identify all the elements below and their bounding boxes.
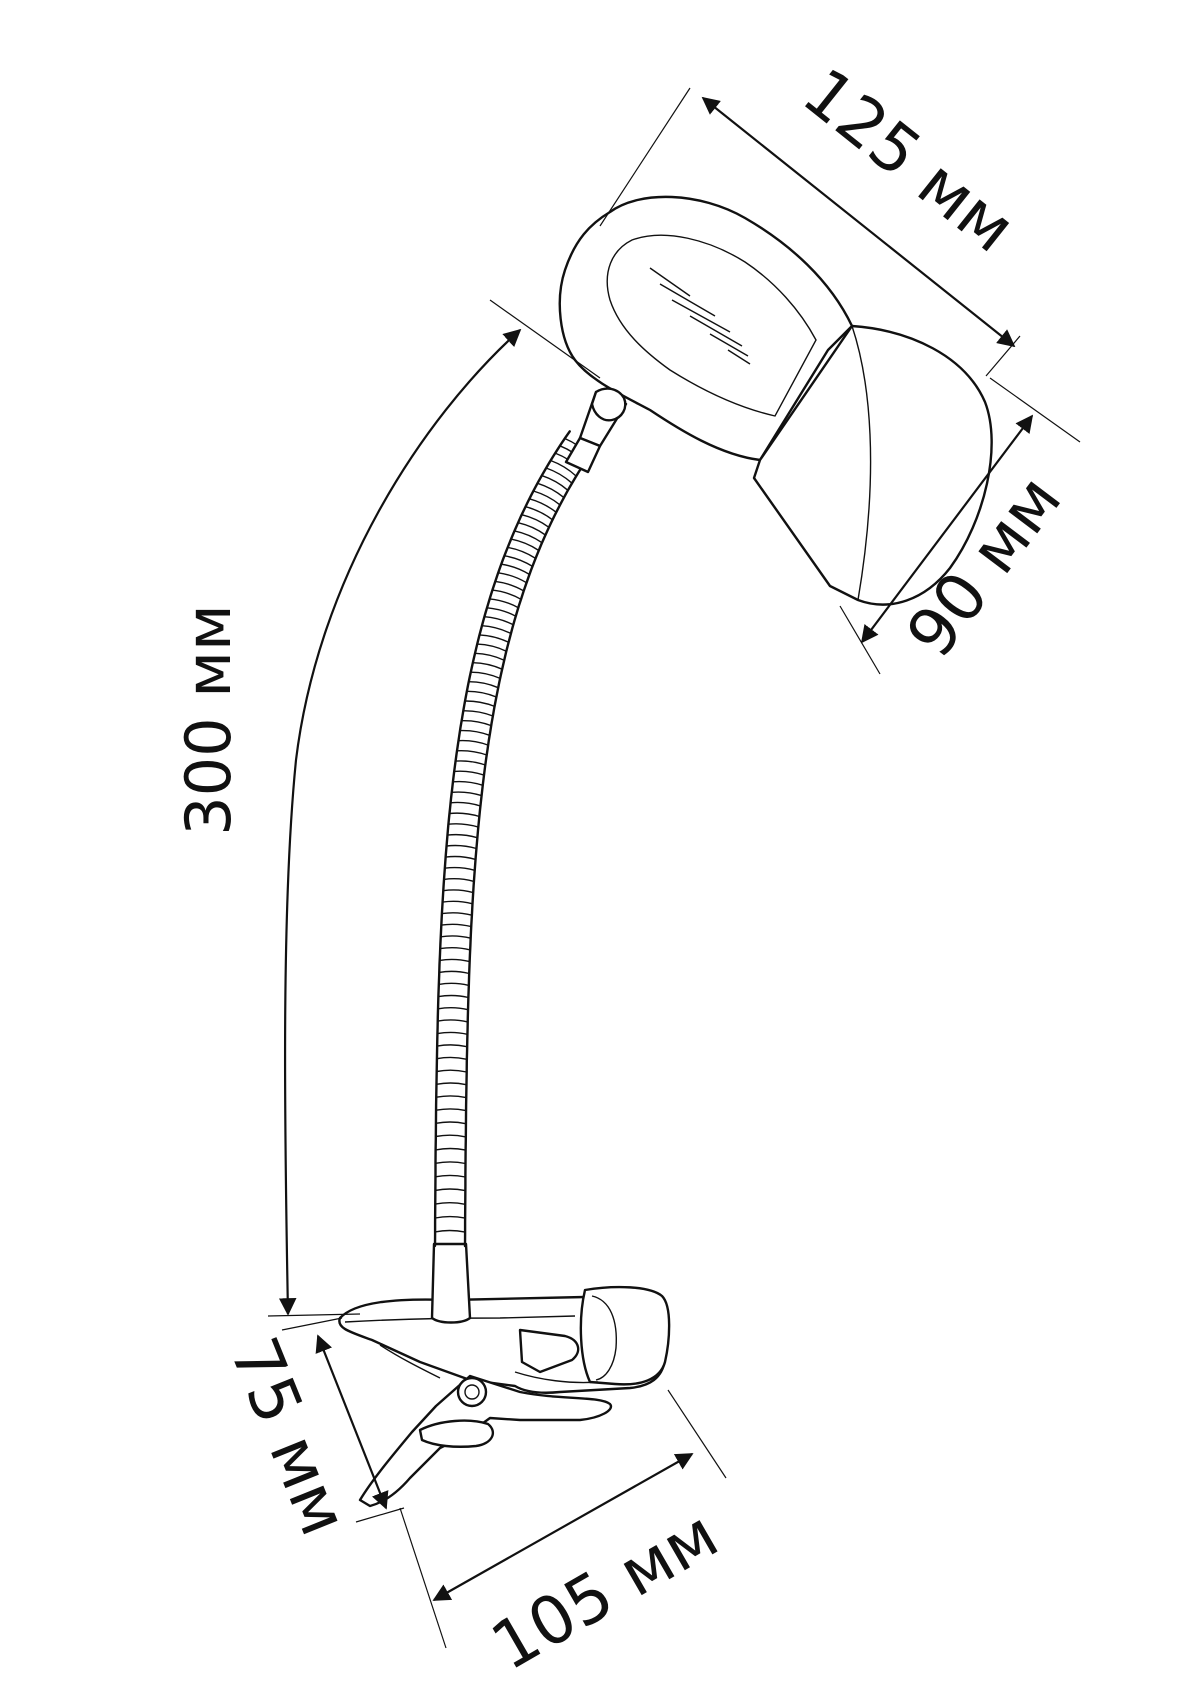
gooseneck-ring [435, 1174, 466, 1178]
gooseneck-ring [436, 1044, 468, 1048]
dimension-label-clip-height: 75 мм [215, 1327, 363, 1545]
gooseneck-ring [501, 563, 530, 576]
gooseneck-arm [433, 430, 596, 1248]
dimension-label-arm-length: 300 мм [172, 604, 245, 836]
gooseneck-ring [443, 889, 474, 894]
gooseneck-ring [435, 1188, 466, 1192]
gooseneck-ring [437, 1019, 468, 1023]
dimension-label-shade-length: 125 мм [789, 53, 1030, 267]
gooseneck-ring [435, 1215, 466, 1219]
gooseneck-ring [525, 506, 553, 521]
gooseneck-ring [441, 923, 472, 928]
gooseneck-ring [436, 1069, 467, 1073]
gooseneck-ring [472, 662, 503, 670]
gooseneck-ring [440, 935, 471, 939]
gooseneck-ring [529, 498, 557, 513]
gooseneck-ring [481, 625, 512, 635]
gooseneck-ring [456, 749, 487, 756]
gooseneck-ring [470, 671, 501, 680]
gooseneck-ring [466, 690, 497, 698]
gooseneck-ring [474, 652, 505, 661]
gooseneck-ring [436, 1056, 468, 1060]
gooseneck-ring [435, 1147, 466, 1151]
clip-base [338, 1285, 671, 1508]
gooseneck-ring [440, 946, 471, 951]
gooseneck-ring [458, 739, 489, 746]
gooseneck-ring [447, 833, 478, 839]
gooseneck-ring [489, 598, 519, 609]
gooseneck-ring [521, 514, 550, 528]
dimension-clip-height: 75 мм [215, 1317, 405, 1546]
gooseneck-ring [454, 770, 485, 776]
gooseneck-ring [541, 474, 569, 491]
gooseneck-ring [435, 1134, 466, 1138]
gooseneck-ring [448, 823, 479, 828]
gooseneck-ring [477, 643, 507, 652]
gooseneck-ring [446, 844, 477, 850]
gooseneck-ring [484, 616, 514, 626]
gooseneck-ring [495, 580, 525, 592]
gooseneck-ring [438, 982, 469, 987]
lamp-shade [558, 195, 993, 606]
gooseneck-ring [492, 589, 522, 600]
gooseneck-ring [438, 994, 469, 999]
gooseneck-ring [441, 912, 473, 916]
gooseneck-ring [465, 700, 495, 708]
gooseneck-ring [455, 760, 486, 766]
gooseneck-ring [504, 555, 533, 567]
gooseneck-ring [436, 1095, 467, 1099]
gooseneck-ring [550, 459, 577, 477]
gooseneck-ring [436, 1082, 467, 1086]
gooseneck-ring [463, 710, 494, 717]
dimension-label-clip-length: 105 мм [479, 1496, 731, 1686]
dimension-arm-length: 300 мм [172, 299, 601, 1317]
gooseneck-ring [444, 866, 475, 871]
gooseneck-ring [450, 801, 481, 807]
neck-collar [430, 1242, 472, 1324]
gooseneck-ring [461, 719, 492, 727]
gooseneck-ring [498, 572, 527, 584]
gooseneck-ring [435, 1161, 466, 1165]
gooseneck-ring [537, 482, 565, 499]
gooseneck-ring [434, 1229, 466, 1233]
gooseneck-ring [449, 812, 480, 818]
gooseneck-ring [459, 729, 490, 736]
gooseneck-ring [435, 1202, 466, 1205]
gooseneck-ring [435, 1121, 467, 1125]
gooseneck-ring [439, 970, 470, 975]
gooseneck-ring [445, 855, 476, 861]
gooseneck-ring [437, 1031, 468, 1035]
gooseneck-ring [452, 780, 484, 786]
gooseneck-ring [486, 607, 517, 617]
gooseneck-ring [468, 681, 499, 689]
gooseneck-ring [439, 958, 470, 963]
gooseneck-ring [451, 791, 482, 797]
gooseneck-ring [443, 878, 475, 883]
gooseneck-ring [533, 490, 561, 506]
gooseneck-ring [435, 1108, 467, 1112]
gooseneck-ring [479, 634, 509, 643]
gooseneck-ring [442, 900, 473, 905]
gooseneck-ring [437, 1007, 469, 1011]
gooseneck-ring [545, 467, 573, 484]
